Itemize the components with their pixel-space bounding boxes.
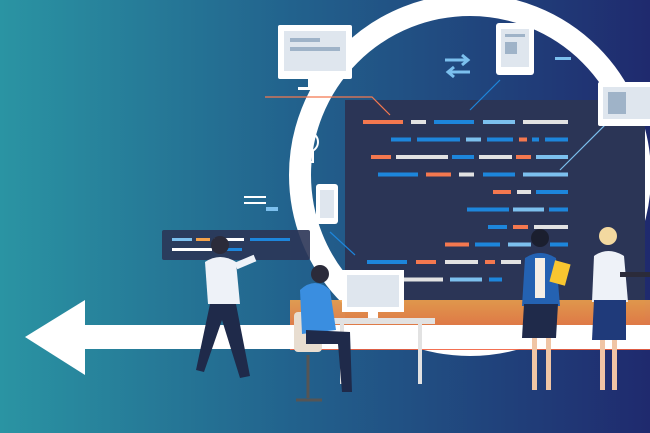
code-line-segment (488, 225, 507, 229)
code-line-segment (367, 260, 407, 264)
code-line-segment (445, 242, 469, 247)
code-line-segment (479, 155, 512, 159)
woman-with-laptop (592, 227, 650, 390)
seated-developer (294, 265, 352, 402)
code-line-segment (450, 277, 482, 282)
code-line-segment (371, 155, 391, 159)
code-line-segment (516, 155, 531, 159)
code-line-segment (545, 137, 568, 142)
code-line-segment (466, 137, 481, 142)
code-line-segment (508, 242, 531, 247)
code-line-segment (483, 120, 515, 124)
code-line-segment (501, 260, 521, 264)
decorative-dash (555, 57, 571, 60)
walking-man (196, 236, 257, 378)
code-line-segment (549, 207, 568, 212)
code-line-segment (536, 190, 568, 194)
code-line-segment (459, 172, 474, 177)
code-card (162, 230, 310, 260)
code-line-segment (550, 242, 568, 247)
code-line-segment (523, 172, 568, 177)
code-line-segment (417, 137, 460, 142)
code-line-segment (378, 172, 418, 177)
code-line-segment (513, 207, 544, 212)
connector-lines (265, 79, 611, 256)
code-line-segment (434, 120, 474, 124)
code-line-segment (411, 120, 426, 124)
smartphone-icon (316, 184, 338, 224)
code-line-segment (513, 225, 528, 229)
code-lines (363, 120, 568, 282)
woman-with-clipboard (522, 229, 571, 390)
lightbulb-icon (297, 131, 319, 163)
code-line-segment (487, 137, 513, 142)
swap-arrows-icon (445, 53, 471, 79)
code-line-segment (519, 137, 527, 142)
code-line-segment (363, 120, 403, 124)
code-line-segment (534, 225, 568, 229)
code-line-segment (445, 260, 478, 264)
code-line-segment (517, 190, 531, 194)
computer-icon (342, 270, 404, 318)
code-line-segment (489, 277, 502, 282)
decorative-lines (244, 196, 278, 211)
code-line-segment (416, 260, 436, 264)
code-line-segment (396, 155, 448, 159)
code-line-segment (452, 155, 474, 159)
code-line-segment (475, 242, 500, 247)
code-line-segment (426, 172, 451, 177)
code-line-segment (467, 207, 509, 212)
monitor-icon (598, 82, 650, 126)
code-line-segment (403, 277, 443, 282)
code-line-segment (483, 172, 515, 177)
code-line-segment (532, 137, 539, 142)
monitor-icon (278, 25, 352, 90)
code-line-segment (493, 190, 511, 194)
code-line-segment (391, 137, 411, 142)
tablet-icon (496, 23, 534, 75)
code-line-segment (523, 120, 568, 124)
code-line-segment (485, 260, 495, 264)
code-line-segment (536, 155, 568, 159)
